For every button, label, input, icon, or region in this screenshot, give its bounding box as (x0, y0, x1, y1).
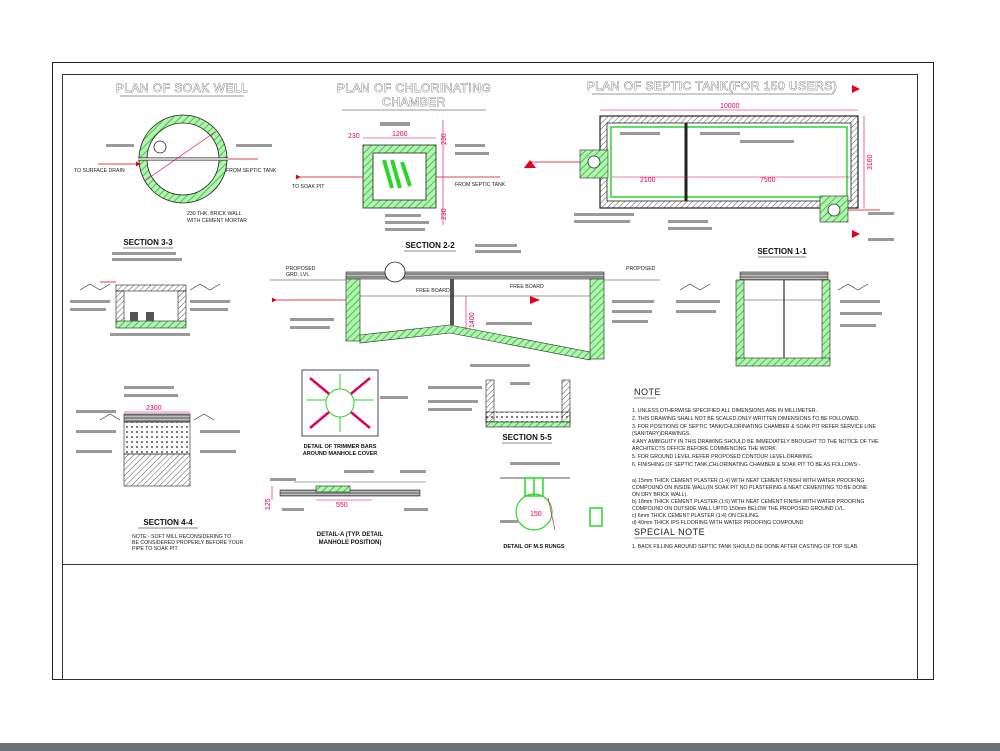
label-free-board: FREE BOARD (416, 288, 450, 294)
note-item-15: d) 40mm THICK IPS FLOORING WITH WATER PR… (632, 520, 804, 526)
dim-150: 150 (530, 511, 542, 518)
label-to-surface-drain: TO SURFACE DRAIN (74, 168, 125, 174)
title-detail-a-1: DETAIL-A (TYP. DETAIL (317, 532, 384, 538)
label-from-septic-tank: FROM SEPTIC TANK (226, 168, 277, 174)
detail-of-trimmer-bars: DETAIL OF TRIMMER BARS AROUND MANHOLE CO… (301, 369, 408, 457)
note-item-14: c) 6mm THICK CEMENT PLASTER (1:4) ON CEI… (632, 513, 760, 519)
label-brick-wall-1: 230 THK. BRICK WALL (187, 211, 242, 217)
dim-1200: 1200 (392, 131, 408, 138)
note-item-9: a) 15mm THICK CEMENT PLASTER (1:4) WITH … (632, 478, 864, 484)
section-3-3: SECTION 3-3 (70, 238, 230, 336)
title-trimmer-1: DETAIL OF TRIMMER BARS (304, 444, 377, 450)
plan-of-septic-tank: PLAN OF SEPTIC TANK(FOR 150 USERS) 10000… (524, 79, 894, 241)
detail-a-manhole-position: 550 125 DETAIL-A (TYP. DETAIL MANHOLE PO… (265, 470, 428, 546)
title-septic-tank: PLAN OF SEPTIC TANK(FOR 150 USERS) (587, 79, 838, 93)
plan-of-soak-well: PLAN OF SOAK WELL TO SURFACE DRAIN FROM … (74, 81, 277, 224)
note-section-4-4-line1: NOTE:- SOFT MILL RECONSIDERING TO (132, 534, 231, 540)
label-proposed-3: PROPOSED (626, 266, 656, 272)
label-proposed-2: GRD. LVL. (286, 272, 311, 278)
note-section-4-4-line3: PIPE TO SOAK PIT (132, 546, 178, 552)
title-section-3-3: SECTION 3-3 (123, 238, 173, 247)
title-ms-rungs: DETAIL OF M.S RUNGS (503, 544, 565, 550)
title-detail-a-2: MANHOLE POSITION) (319, 540, 382, 546)
note-section-4-4-line2: BE CONSIDERED PROPERLY BEFORE YOUR (132, 540, 244, 546)
drawing-frame (62, 74, 918, 680)
note-item-3: 3. FOR POSITIONS OF SEPTIC TANK/CHLORINA… (632, 424, 876, 430)
dim-230a: 230 (348, 133, 360, 140)
dim-230c: 230 (441, 208, 448, 220)
note-item-8: 6. FINISHING OF SEPTIC TANK,CHLORINATING… (632, 462, 861, 468)
section-4-4: 2300 SECTION 4-4 NOTE:- SOFT MILL RECONS… (76, 386, 244, 552)
dim-2300: 2300 (146, 405, 162, 412)
dim-3160: 3160 (867, 154, 874, 170)
label-to-soak-pit: TO SOAK PIT (292, 184, 325, 190)
note-item-12: b) 18mm THICK CEMENT PLASTER (1:6) WITH … (632, 499, 864, 505)
title-chlorinating-2: CHAMBER (382, 95, 446, 109)
detail-of-ms-rungs: 150 DETAIL OF M.S RUNGS (500, 462, 603, 550)
dim-550: 550 (336, 502, 348, 509)
label-brick-wall-2: WITH CEMENT MORTAR (187, 218, 247, 224)
dim-230b: 230 (441, 133, 448, 145)
dim-125: 125 (265, 498, 272, 510)
note-item-10: COMPOUND ON INSIDE WALL(IN SOAK PIT NO P… (632, 485, 868, 491)
note-item-11: ON DRY BRICK WALL). (632, 492, 688, 498)
dim-10000: 10000 (720, 103, 740, 110)
section-2-2: SECTION 2-2 PROPOSED GRD. LVL. PROPOSED … (270, 241, 660, 367)
title-section-1-1: SECTION 1-1 (757, 247, 807, 256)
title-block-divider (62, 564, 918, 565)
note-item-2: 2. THIS DRAWING SHALL NOT BE SCALED,ONLY… (632, 416, 860, 422)
special-note-heading: SPECIAL NOTE (634, 527, 705, 537)
title-chlorinating-1: PLAN OF CHLORINATING (337, 81, 491, 95)
dim-7500: 7500 (760, 177, 776, 184)
section-5-5: SECTION 5-5 (428, 379, 571, 444)
dim-2100: 2100 (640, 177, 656, 184)
note-item-6: ARCHITECTS OFFICE BEFORE COMMENCING THE … (632, 446, 777, 452)
note-item-1: 1. UNLESS OTHERWISE SPECIFIED ALL DIMENS… (632, 408, 817, 414)
notes-block: NOTE 1. UNLESS OTHERWISE SPECIFIED ALL D… (632, 387, 879, 550)
dim-1400: 1400 (469, 312, 476, 328)
notes-heading: NOTE (634, 387, 661, 397)
note-item-5: 4.ANY AMBIGUITY IN THIS DRAWING SHOULD B… (632, 439, 879, 445)
note-item-13: COMPOUND ON OUTSIDE WALL UPTO 150mm BELO… (632, 506, 845, 512)
note-item-4: (SANITARY)DRAWINGS. (632, 431, 691, 437)
plan-of-chlorinating-chamber: PLAN OF CHLORINATING CHAMBER TO SOAK PIT… (292, 81, 506, 231)
label-proposed-1: PROPOSED (286, 266, 316, 272)
title-section-4-4: SECTION 4-4 (143, 518, 193, 527)
note-item-7: 5. FOR GROUND LEVEL REFER PROPOSED CONTO… (632, 454, 813, 460)
label-free-board-2: FREE BOARD (510, 284, 544, 290)
title-trimmer-2: AROUND MANHOLE COVER (303, 451, 378, 457)
label-from-septic-tank-2: FROM SEPTIC TANK (455, 182, 506, 188)
special-note-item-1: 1. BACK FILLING AROUND SEPTIC TANK SHOUL… (632, 544, 859, 550)
title-section-5-5: SECTION 5-5 (502, 433, 552, 442)
title-section-2-2: SECTION 2-2 (405, 241, 455, 250)
section-1-1: SECTION 1-1 (676, 247, 882, 367)
title-soak-well: PLAN OF SOAK WELL (116, 81, 249, 95)
window-status-bar (0, 743, 1000, 751)
